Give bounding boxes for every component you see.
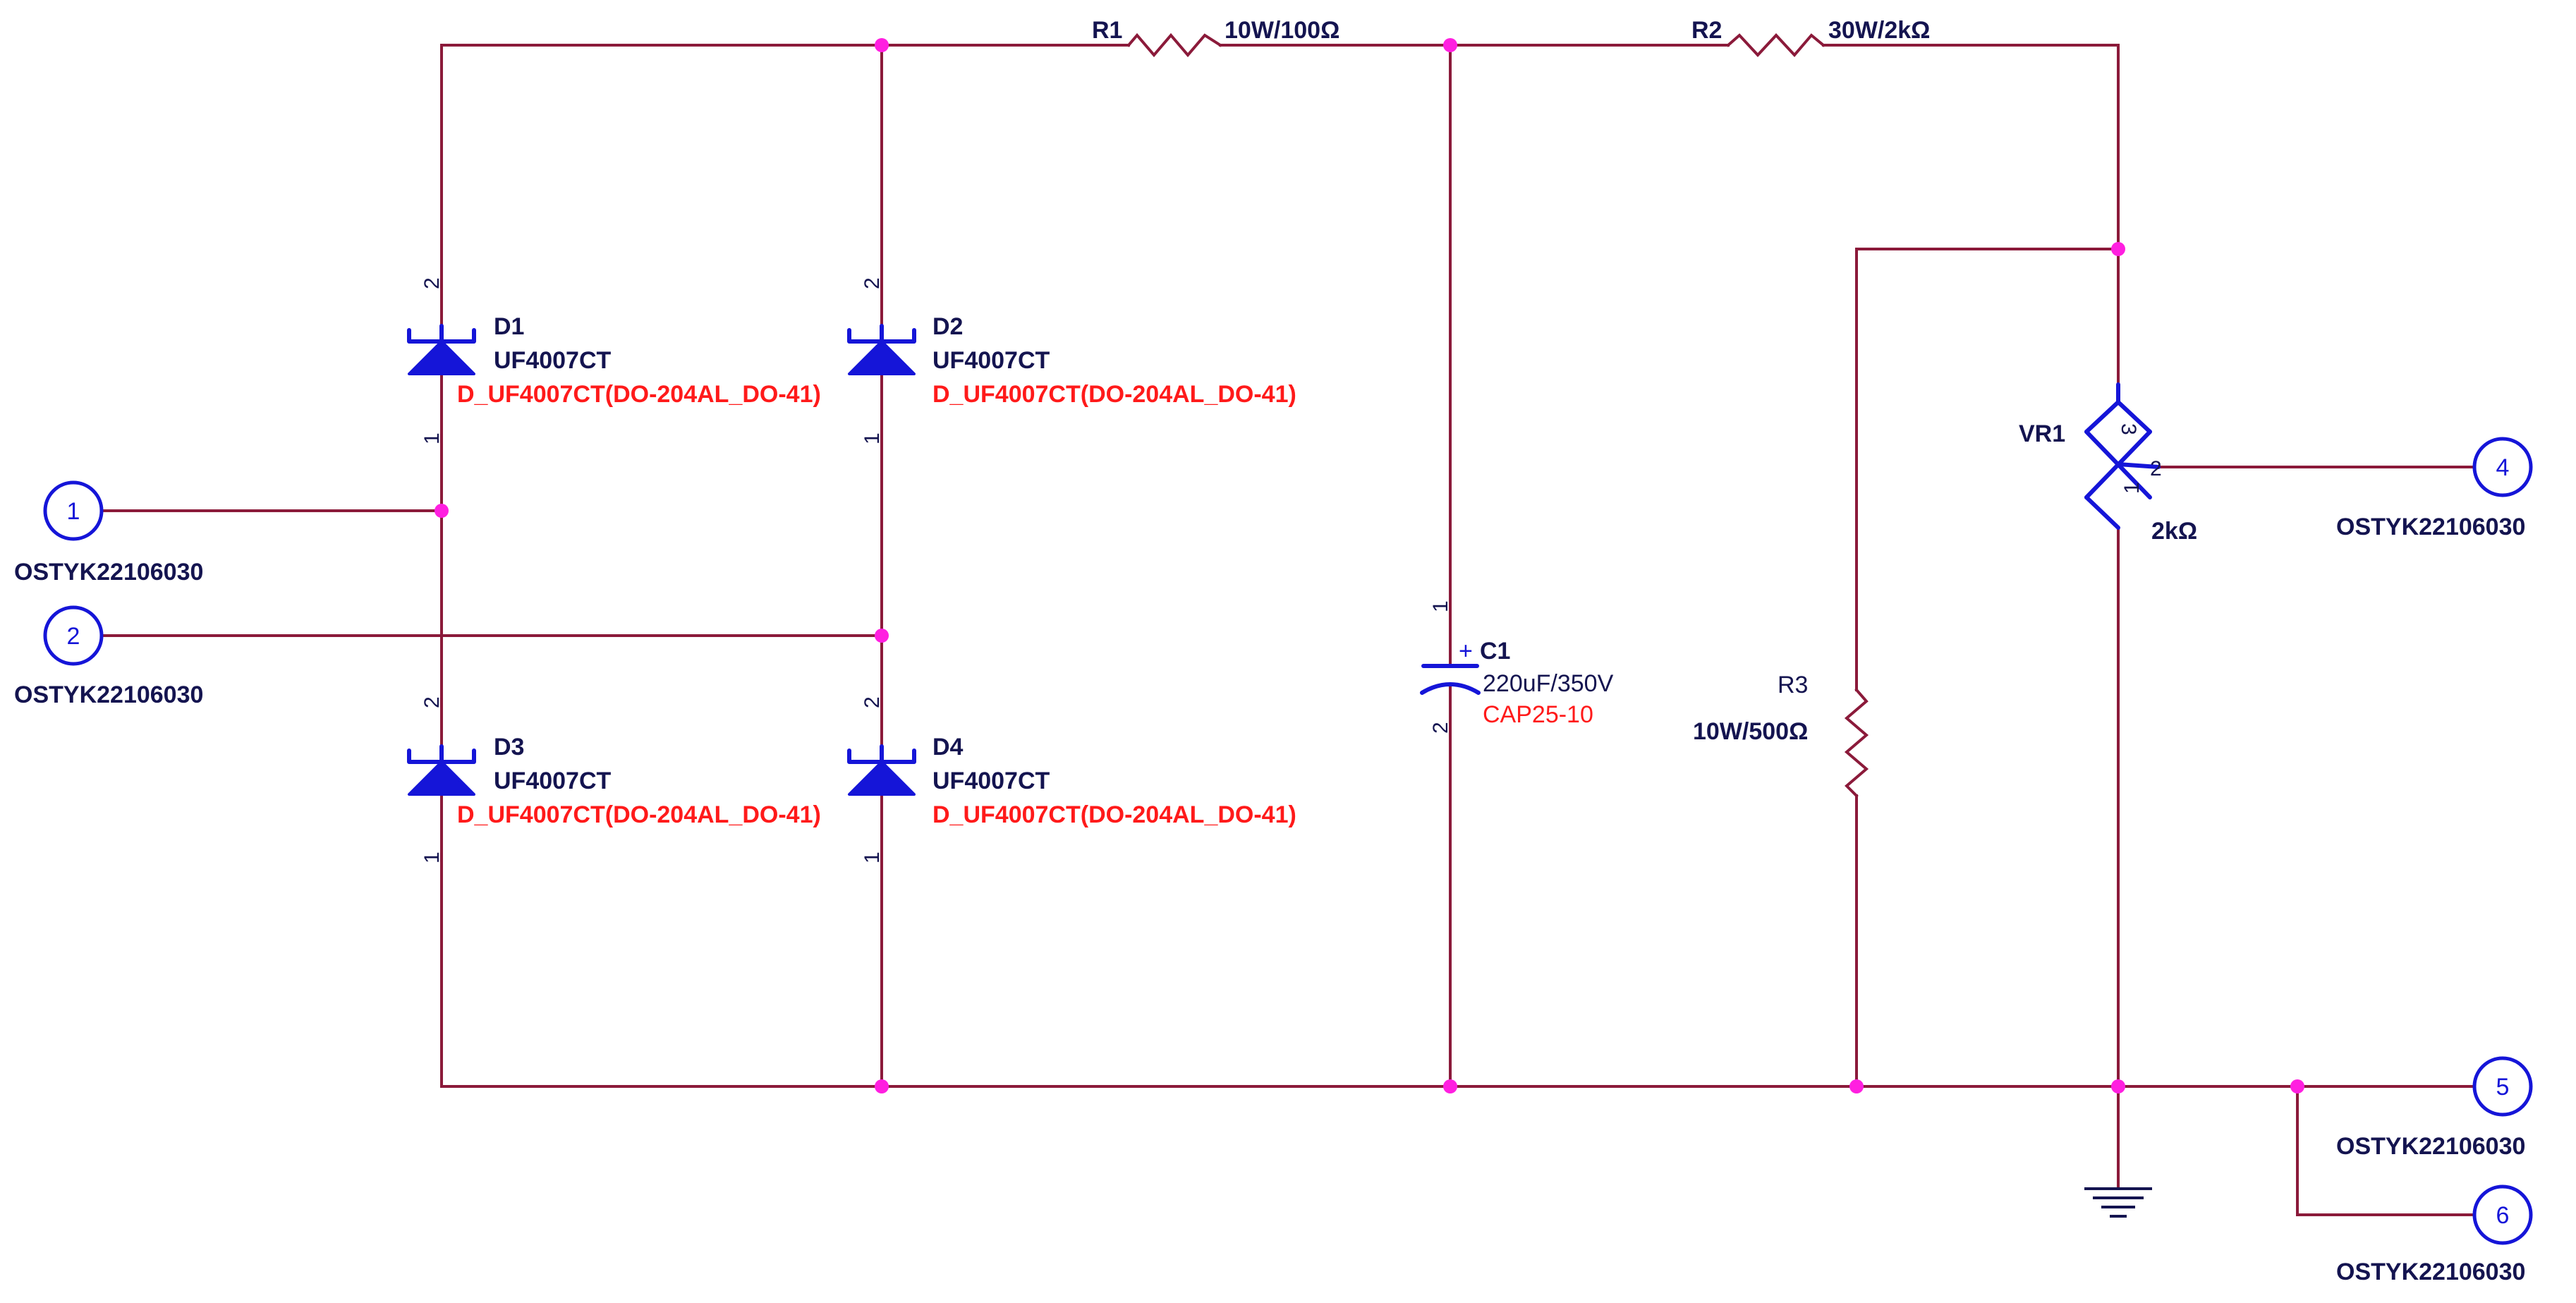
r1-ref: R1 (1092, 17, 1122, 44)
d4-diode: 2 1 D4 UF4007CT D_UF4007CT(DO-204AL_DO-4… (847, 696, 1296, 863)
connector-4-label: OSTYK22106030 (2336, 514, 2525, 540)
d1-pin-bottom: 1 (420, 432, 444, 444)
vr1-pin2: 2 (2150, 457, 2162, 480)
d3-diode: 2 1 D3 UF4007CT D_UF4007CT(DO-204AL_DO-4… (407, 696, 821, 863)
junction-dot (2111, 1079, 2125, 1093)
connector-2-ring (43, 605, 104, 666)
vr1-ref: VR1 (2019, 420, 2065, 447)
connector-5-number: 5 (2496, 1074, 2510, 1101)
ground-icon (2084, 1187, 2152, 1218)
connector-5-ring (2472, 1056, 2533, 1117)
connector-2-label: OSTYK22106030 (14, 681, 203, 708)
d3-ref: D3 (494, 734, 524, 760)
r1-value: 10W/100Ω (1225, 17, 1339, 44)
c1-plus: + (1459, 638, 1473, 665)
r2-resistor-symbol (1726, 33, 1825, 58)
connector-6-label: OSTYK22106030 (2336, 1259, 2525, 1285)
vr1-potentiometer: 3 2 1 VR1 2kΩ (2019, 382, 2197, 545)
r3-resistor: R3 10W/500Ω (1693, 672, 1869, 798)
connector-1-ring (43, 480, 104, 541)
d3-pin-bottom: 1 (420, 852, 444, 863)
d2-diode: 2 1 D2 UF4007CT D_UF4007CT(DO-204AL_DO-4… (847, 277, 1296, 444)
connector-2-number: 2 (67, 623, 80, 650)
connector-6-number: 6 (2496, 1202, 2510, 1229)
connector-2[interactable]: 2 OSTYK22106030 (14, 605, 203, 708)
c1-pin-bottom: 2 (1429, 722, 1452, 734)
d1-triangle (408, 340, 475, 375)
r3-ref: R3 (1778, 672, 1808, 698)
d3-footprint: D_UF4007CT(DO-204AL_DO-41) (457, 801, 821, 828)
junction-dot (1849, 1079, 1864, 1093)
d4-ref: D4 (932, 734, 964, 760)
junction-dot (2290, 1079, 2304, 1093)
junction-dot (1443, 1079, 1457, 1093)
junction-dot (2111, 242, 2125, 256)
connector-4-number: 4 (2496, 454, 2510, 481)
vr1-pin1: 1 (2120, 482, 2144, 494)
d4-pin-bottom: 1 (861, 852, 884, 863)
connector-6[interactable]: 6 OSTYK22106030 (2336, 1184, 2533, 1285)
d1-footprint: D_UF4007CT(DO-204AL_DO-41) (457, 381, 821, 408)
d4-triangle (848, 760, 916, 796)
r2-value: 30W/2kΩ (1828, 17, 1930, 44)
wires (100, 44, 2486, 1216)
vr1-pin3: 3 (2117, 423, 2140, 435)
junction-dot (875, 1079, 889, 1093)
connector-1[interactable]: 1 OSTYK22106030 (14, 480, 203, 586)
d1-part: UF4007CT (494, 347, 612, 374)
d2-part: UF4007CT (932, 347, 1050, 374)
d2-ref: D2 (932, 313, 963, 340)
d2-footprint: D_UF4007CT(DO-204AL_DO-41) (932, 381, 1296, 408)
vr1-body-lower (2084, 495, 2120, 530)
junctions (435, 38, 2304, 1093)
connector-4-ring (2472, 437, 2533, 497)
r2-ref: R2 (1691, 17, 1722, 44)
d3-pin-top: 2 (420, 696, 444, 708)
d4-pin-top: 2 (861, 696, 884, 708)
d3-triangle (408, 760, 475, 796)
connector-1-number: 1 (67, 498, 80, 525)
connector-5-label: OSTYK22106030 (2336, 1133, 2525, 1160)
c1-ref: C1 (1480, 638, 1510, 665)
d4-part: UF4007CT (932, 768, 1050, 794)
connector-4[interactable]: 4 OSTYK22106030 (2336, 437, 2533, 540)
c1-footprint: CAP25-10 (1483, 701, 1593, 728)
connector-5[interactable]: 5 OSTYK22106030 (2336, 1056, 2533, 1160)
d1-pin-top: 2 (420, 277, 444, 289)
c1-value: 220uF/350V (1483, 670, 1614, 697)
connector-6-ring (2472, 1184, 2533, 1245)
d2-pin-top: 2 (861, 277, 884, 289)
junction-dot (1443, 38, 1457, 52)
r3-resistor-symbol (1844, 688, 1869, 798)
c1-pin-top: 1 (1429, 600, 1452, 612)
d1-ref: D1 (494, 313, 524, 340)
d1-diode: 2 1 D1 UF4007CT D_UF4007CT(DO-204AL_DO-4… (407, 277, 821, 444)
c1-capacitor: 1 2 + C1 220uF/350V CAP25-10 (1420, 600, 1614, 734)
d4-footprint: D_UF4007CT(DO-204AL_DO-41) (932, 801, 1296, 828)
junction-dot (875, 629, 889, 643)
r3-value: 10W/500Ω (1693, 718, 1808, 745)
junction-dot (875, 38, 889, 52)
vr1-value: 2kΩ (2151, 518, 2197, 545)
d2-triangle (848, 340, 916, 375)
d2-pin-bottom: 1 (861, 432, 884, 444)
junction-dot (435, 504, 449, 518)
vr1-wiper-lead (2116, 462, 2161, 469)
connector-1-label: OSTYK22106030 (14, 559, 203, 586)
r1-resistor-symbol (1126, 32, 1222, 58)
c1-plate-curved (1420, 682, 1481, 695)
d3-part: UF4007CT (494, 768, 612, 794)
